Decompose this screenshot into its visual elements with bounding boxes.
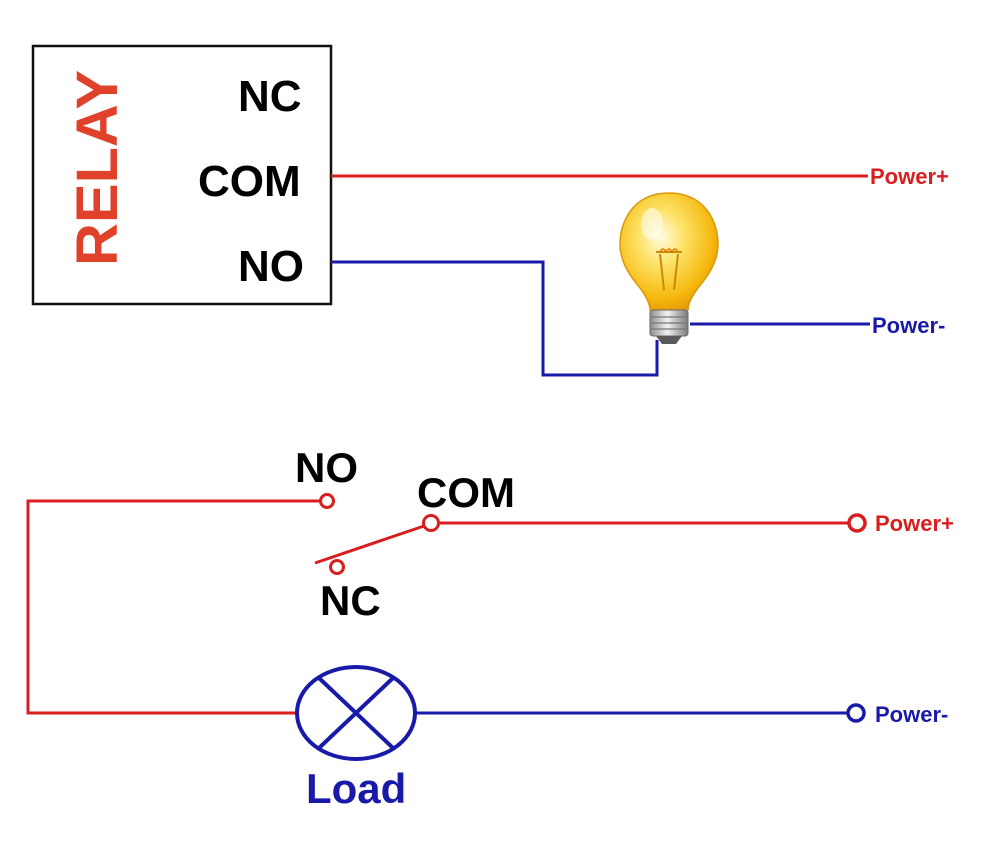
light-bulb-icon: [619, 192, 719, 344]
no-to-lamp-wire: [331, 260, 659, 377]
schematic-no-label: NO: [295, 444, 358, 491]
terminal-no: [319, 493, 335, 509]
relay-pin-com-label: COM: [198, 157, 301, 206]
relay-pin-nc-label: NC: [238, 72, 302, 121]
schematic-power-positive-label: Power+: [875, 511, 954, 536]
switch-arm: [314, 524, 425, 565]
relay-pin-no-label: NO: [238, 242, 304, 291]
schematic-section: NO COM NC Power+ Power- Load: [26, 444, 954, 812]
terminal-power-positive: [847, 513, 867, 533]
relay-power-positive-label: Power+: [870, 164, 949, 189]
relay-title: RELAY: [65, 70, 130, 266]
terminal-nc: [329, 559, 345, 575]
schematic-nc-label: NC: [320, 577, 381, 624]
relay-power-negative-label: Power-: [872, 313, 945, 338]
load-label: Load: [306, 765, 406, 812]
lamp-load-symbol-icon: [295, 665, 417, 761]
relay-box: [31, 44, 333, 306]
schematic-power-negative-label: Power-: [875, 702, 948, 727]
schematic-com-label: COM: [417, 469, 515, 516]
relay-module-section: RELAY NC COM NO Power+ Power-: [31, 44, 949, 377]
terminal-power-negative: [846, 703, 866, 723]
no-to-load-wire: [26, 499, 320, 715]
terminal-com: [422, 514, 440, 532]
